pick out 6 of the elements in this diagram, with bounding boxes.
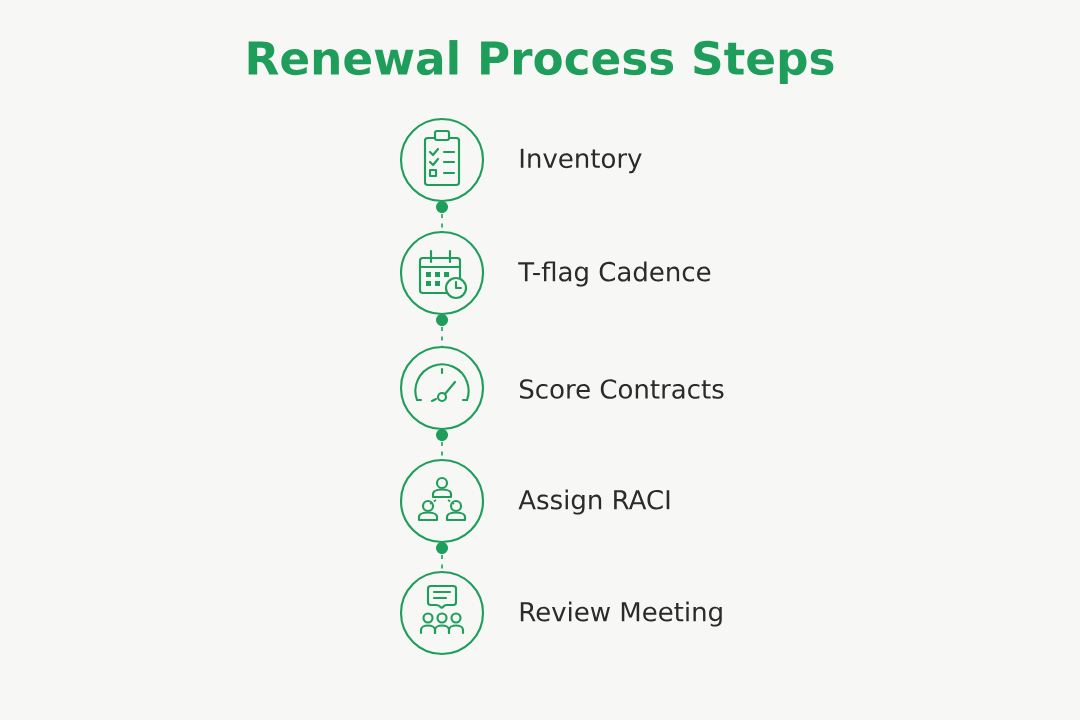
- step-label: Score Contracts: [520, 379, 724, 399]
- step-label: T-flag Cadence: [518, 261, 711, 287]
- step-label: Inventory: [520, 148, 642, 174]
- title: Renewal Process Steps: [248, 40, 834, 84]
- step-label: Assign RACI: [518, 489, 670, 515]
- step-label: Review Meeting: [520, 601, 722, 627]
